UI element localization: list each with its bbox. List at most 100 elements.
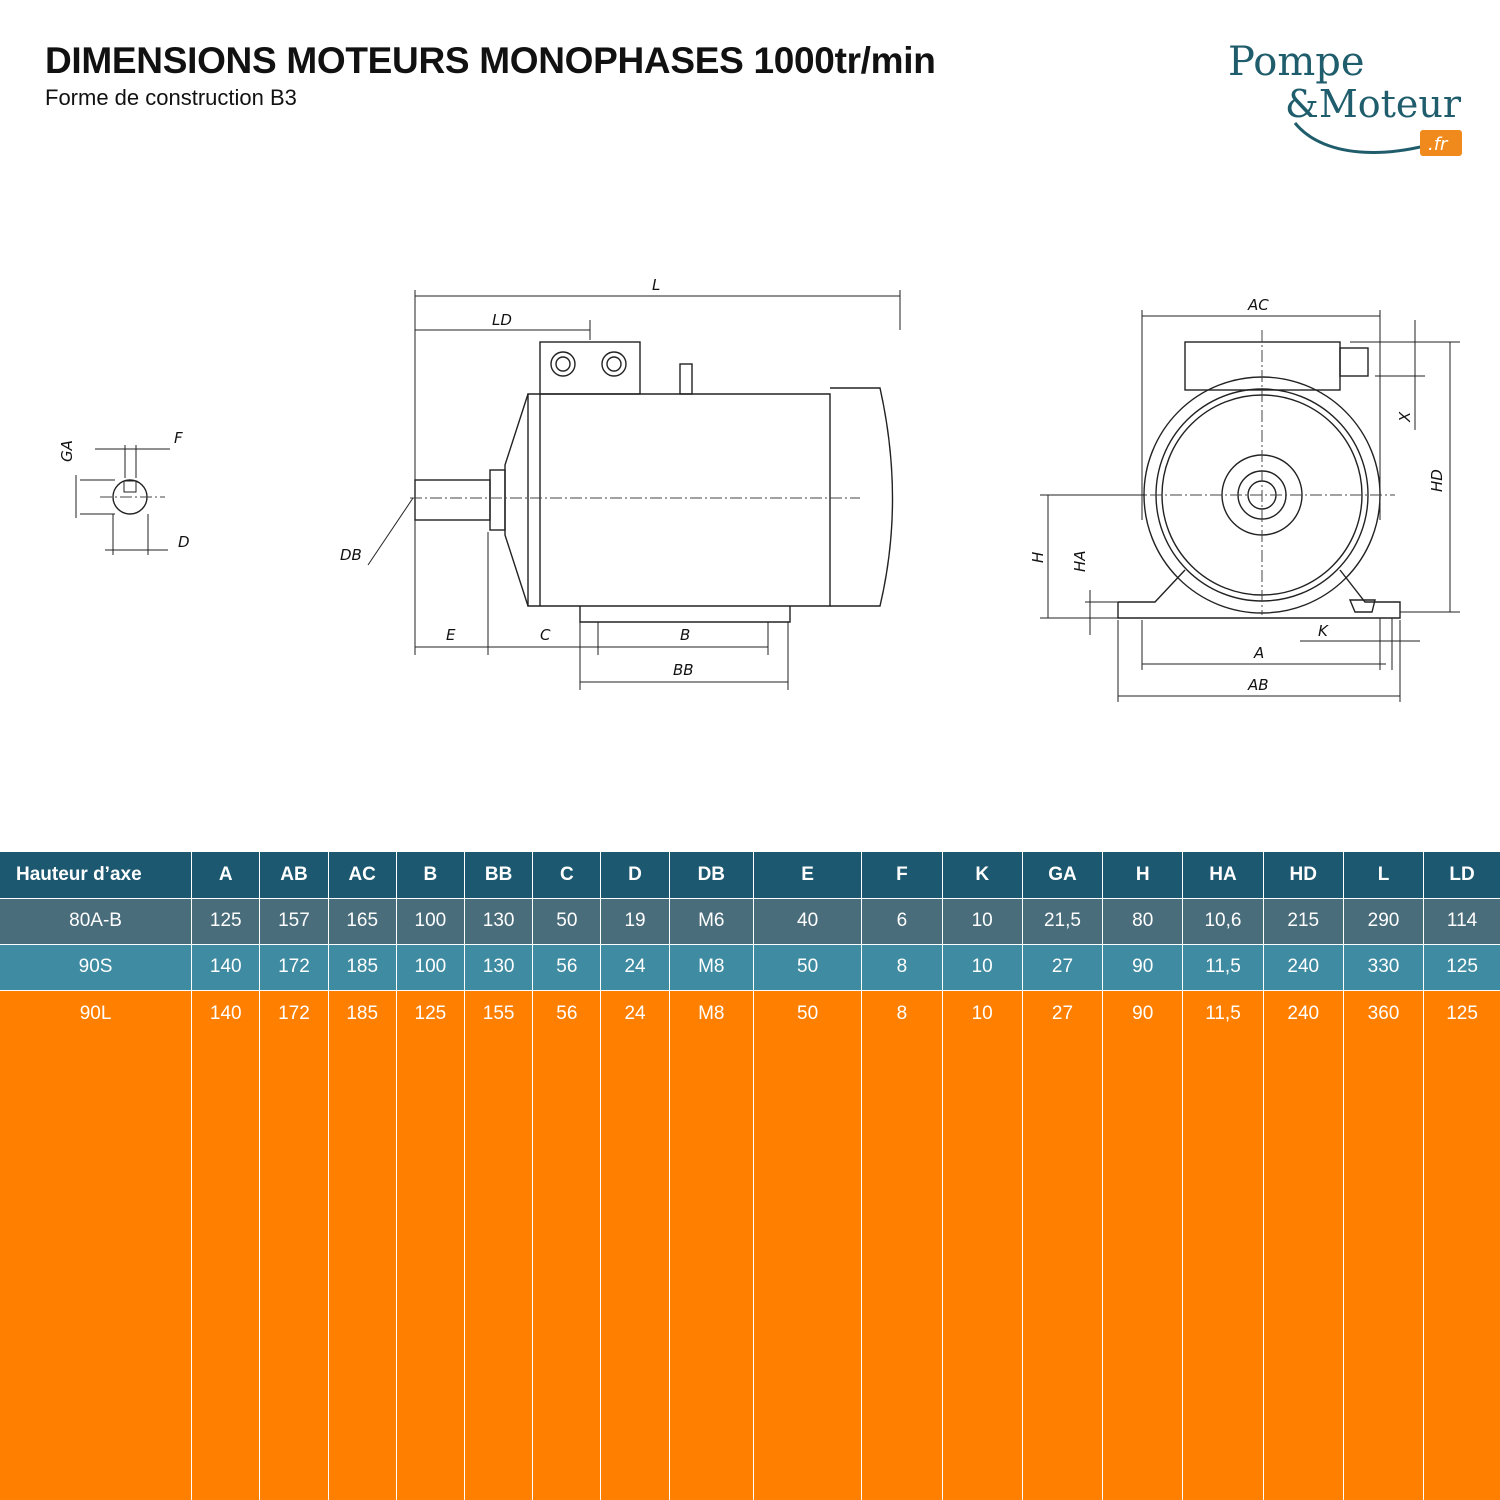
table-cell: 11,5 xyxy=(1182,989,1264,1500)
label-F: F xyxy=(174,429,183,447)
table-cell: 24 xyxy=(600,989,670,1500)
table-cell: 125 xyxy=(191,897,261,944)
label-E: E xyxy=(446,626,456,644)
table-cell: 185 xyxy=(328,989,397,1500)
header-cell: GA xyxy=(1022,852,1104,898)
table-cell: 172 xyxy=(259,989,329,1500)
table-cell: 114 xyxy=(1423,897,1500,944)
table-cell: 130 xyxy=(464,897,534,944)
table-cell: 165 xyxy=(328,897,397,944)
table-cell: 155 xyxy=(464,989,534,1500)
motor-dimension-drawing: GA F D L LD DB xyxy=(58,276,1460,702)
header-cell: C xyxy=(532,852,602,898)
table-row: 80A-B 125 157 165 100 130 50 19 M6 40 6 … xyxy=(0,897,1500,944)
table-cell: 215 xyxy=(1263,897,1344,944)
table-cell: 10 xyxy=(942,943,1023,990)
label-BB: BB xyxy=(673,661,694,679)
shaft-section-detail: GA F D xyxy=(58,429,190,555)
table-cell: M6 xyxy=(669,897,754,944)
table-cell: 140 xyxy=(191,943,261,990)
table-cell: 8 xyxy=(861,943,943,990)
table-cell: 10 xyxy=(942,897,1023,944)
table-cell: M8 xyxy=(669,989,754,1500)
label-GA: GA xyxy=(58,440,76,462)
page-title: DIMENSIONS MOTEURS MONOPHASES 1000tr/min xyxy=(45,40,936,81)
label-HA: HA xyxy=(1071,550,1089,572)
table-header-row: Hauteur d’axe A AB AC B BB C D DB E F K … xyxy=(0,852,1500,898)
header-cell: L xyxy=(1343,852,1425,898)
header-cell: D xyxy=(600,852,670,898)
label-HD: HD xyxy=(1428,469,1446,492)
table-cell: 125 xyxy=(1423,989,1500,1500)
label-AB: AB xyxy=(1247,676,1269,694)
table-cell: 56 xyxy=(532,989,602,1500)
header-cell: K xyxy=(942,852,1023,898)
page-subtitle: Forme de construction B3 xyxy=(45,85,297,110)
table-cell: M8 xyxy=(669,943,754,990)
header-cell: H xyxy=(1102,852,1184,898)
table-cell: 130 xyxy=(464,943,534,990)
table-cell: 21,5 xyxy=(1022,897,1104,944)
table-cell: 100 xyxy=(396,943,466,990)
logo-badge-text: .fr xyxy=(1428,134,1449,155)
header-cell: Hauteur d’axe xyxy=(0,852,193,898)
logo-line2: &Moteur xyxy=(1285,82,1462,126)
table-cell: 157 xyxy=(259,897,329,944)
table-cell: 90L xyxy=(0,989,193,1500)
table-cell: 80A-B xyxy=(0,897,193,944)
header-cell: F xyxy=(861,852,943,898)
motor-side-view: L LD DB E C B BB xyxy=(340,276,901,690)
table-cell: 90 xyxy=(1102,943,1184,990)
dimensions-table: Hauteur d’axe A AB AC B BB C D DB E F K … xyxy=(0,852,1500,1500)
table-cell: 10 xyxy=(942,989,1023,1500)
logo-line1: Pompe xyxy=(1228,39,1365,85)
table-cell: 11,5 xyxy=(1182,943,1264,990)
table-cell: 140 xyxy=(191,989,261,1500)
label-DB: DB xyxy=(340,546,362,564)
table-cell: 125 xyxy=(396,989,466,1500)
table-cell: 10,6 xyxy=(1182,897,1264,944)
table-cell: 19 xyxy=(600,897,670,944)
label-C: C xyxy=(540,626,551,644)
header-cell: HD xyxy=(1263,852,1344,898)
table-cell: 100 xyxy=(396,897,466,944)
header-cell: E xyxy=(753,852,863,898)
label-LD: LD xyxy=(492,311,512,329)
table-cell: 90 xyxy=(1102,989,1184,1500)
header-cell: B xyxy=(396,852,466,898)
table-cell: 90S xyxy=(0,943,193,990)
pompe-moteur-logo[interactable]: Pompe &Moteur .fr xyxy=(1225,35,1485,165)
table-cell: 185 xyxy=(328,943,397,990)
table-cell: 240 xyxy=(1263,989,1344,1500)
label-B: B xyxy=(680,626,690,644)
label-A: A xyxy=(1253,644,1264,662)
label-AC: AC xyxy=(1247,296,1269,314)
label-X: X xyxy=(1396,411,1414,423)
table-cell: 360 xyxy=(1343,989,1425,1500)
header-cell: AB xyxy=(259,852,329,898)
table-cell: 80 xyxy=(1102,897,1184,944)
table-cell: 50 xyxy=(753,943,863,990)
header-cell: AC xyxy=(328,852,397,898)
table-cell: 27 xyxy=(1022,943,1104,990)
header-cell: A xyxy=(191,852,261,898)
table-cell: 50 xyxy=(532,897,602,944)
table-cell: 27 xyxy=(1022,989,1104,1500)
label-L: L xyxy=(652,276,660,294)
table-row: 90S 140 172 185 100 130 56 24 M8 50 8 10… xyxy=(0,943,1500,990)
logo-badge xyxy=(1420,130,1462,156)
table-row: 90L 140 172 185 125 155 56 24 M8 50 8 10… xyxy=(0,989,1500,1500)
label-K: K xyxy=(1318,622,1329,640)
table-cell: 6 xyxy=(861,897,943,944)
label-D: D xyxy=(178,533,190,551)
table-cell: 125 xyxy=(1423,943,1500,990)
header-cell: BB xyxy=(464,852,534,898)
table-cell: 290 xyxy=(1343,897,1425,944)
table-cell: 50 xyxy=(753,989,863,1500)
header-cell: DB xyxy=(669,852,754,898)
table-cell: 24 xyxy=(600,943,670,990)
table-cell: 40 xyxy=(753,897,863,944)
table-cell: 240 xyxy=(1263,943,1344,990)
header-cell: LD xyxy=(1449,863,1475,885)
label-H: H xyxy=(1029,552,1047,563)
